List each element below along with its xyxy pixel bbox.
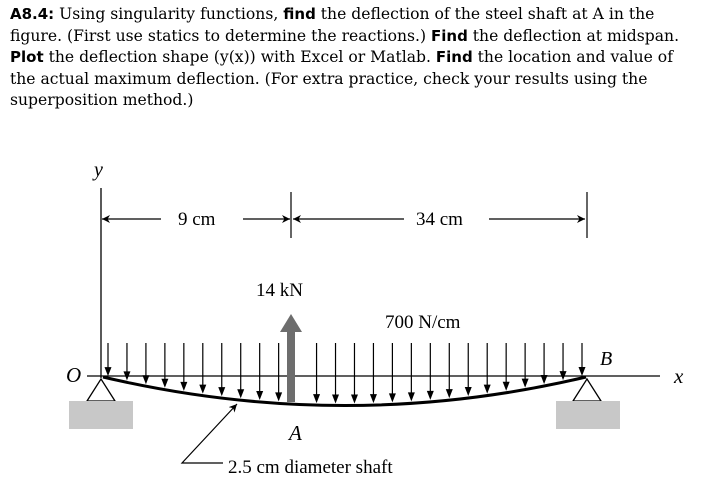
load-arrow-head — [540, 375, 548, 385]
load-arrow-head — [142, 375, 150, 385]
load-arrow-head — [464, 387, 472, 397]
load-arrow-head — [256, 390, 264, 400]
load-arrow-head — [578, 366, 586, 376]
load-arrow-head — [388, 393, 396, 403]
shaft-leader-line — [180, 403, 238, 464]
point-load-arrow-head — [280, 314, 302, 332]
x-axis-label: x — [673, 364, 684, 388]
point-load-label: 14 kN — [256, 280, 303, 301]
distributed-load-arrows — [104, 343, 586, 404]
support-o-triangle — [85, 377, 117, 402]
shaft — [102, 375, 587, 407]
problem-text: the deflection of the steel shaft at A i… — [10, 5, 655, 45]
load-arrow-head — [350, 394, 358, 404]
load-arrow-head — [521, 378, 529, 388]
problem-text: the deflection shape (y(x)) with Excel o… — [43, 48, 436, 67]
load-arrow-head — [426, 390, 434, 400]
shaft-label: 2.5 cm diameter shaft — [228, 457, 393, 478]
load-arrow-head — [161, 378, 169, 388]
problem-keyword: find — [283, 5, 316, 23]
load-arrow-head — [445, 389, 453, 399]
problem-keyword: Find — [431, 26, 468, 45]
load-arrow-head — [559, 371, 567, 381]
origin-label: O — [66, 363, 81, 387]
problem-keyword: Plot — [10, 48, 44, 67]
problem-statement: A8.4: Using singularity functions, find … — [10, 4, 700, 112]
load-arrow-head — [104, 367, 112, 377]
dim-right-label: 34 cm — [416, 209, 463, 230]
load-arrow-head — [369, 394, 377, 404]
load-arrow-head — [332, 394, 340, 404]
load-arrow-head — [275, 392, 283, 402]
load-arrow-head — [483, 384, 491, 394]
support-b-triangle — [571, 377, 603, 402]
point-a-label: A — [287, 421, 302, 445]
load-arrow-head — [502, 381, 510, 391]
load-arrow-head — [407, 392, 415, 402]
point-load-arrow-shaft — [287, 330, 295, 402]
problem-id: A8.4: — [10, 5, 55, 23]
support-b-base — [556, 401, 620, 429]
distributed-load-label: 700 N/cm — [385, 312, 461, 333]
load-arrow-head — [199, 384, 207, 394]
problem-text: Using singularity functions, — [54, 5, 284, 23]
dim-left-label: 9 cm — [178, 209, 216, 230]
y-axis-label: y — [92, 159, 103, 181]
load-arrow-head — [313, 394, 321, 404]
load-arrow-head — [237, 389, 245, 399]
problem-keyword: Find — [435, 48, 473, 67]
load-arrow-head — [123, 371, 131, 381]
support-o-base — [69, 401, 133, 429]
problem-text: the location and value of the actual max… — [10, 48, 673, 110]
problem-text: the deflection at midspan. — [467, 26, 680, 45]
load-arrow-head — [218, 387, 226, 397]
load-arrow-head — [180, 381, 188, 391]
support-b-label: B — [600, 348, 612, 370]
